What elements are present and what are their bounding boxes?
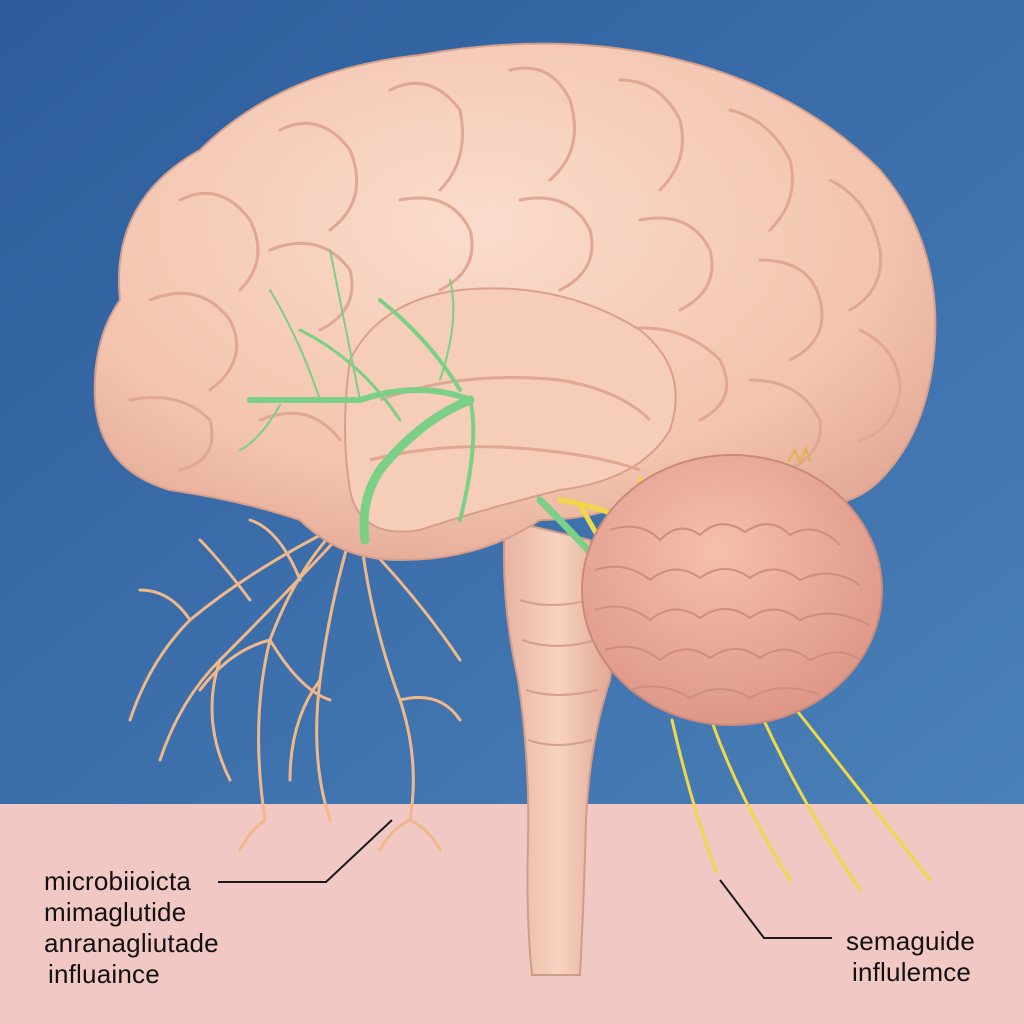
label-left-line-1: microbiioicta (44, 866, 192, 896)
brainstem (502, 518, 614, 976)
semaglutide-label: semaguide influlemce (846, 926, 975, 988)
cerebellum-folds (594, 523, 871, 700)
label-left-line-2: mimaglutide (44, 897, 187, 927)
left-leader-line (218, 819, 393, 883)
microbiota-label: microbiioicta mimaglutide anranagliutade… (44, 866, 219, 990)
right-leader-line (719, 879, 832, 939)
label-right-line-1: semaguide (846, 926, 975, 956)
brain-gyri (128, 66, 902, 472)
temporal-folds (369, 376, 652, 472)
cerebellum (581, 454, 883, 726)
green-vessels (239, 249, 614, 579)
label-right-line-2: influlemce (852, 957, 972, 987)
label-left-line-3: anranagliutade (44, 928, 219, 958)
label-left-line-4: influaince (48, 959, 160, 989)
cerebellum-tuft (787, 445, 811, 465)
yellow-nerves (670, 700, 932, 892)
background-pink (0, 804, 1024, 1024)
